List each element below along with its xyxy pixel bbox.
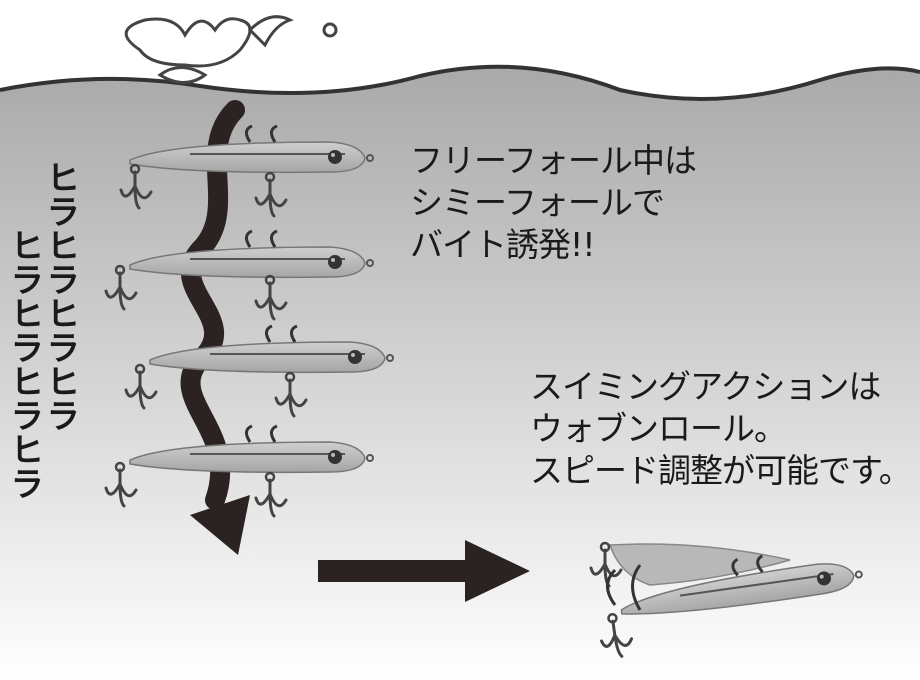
water-surface bbox=[0, 64, 920, 101]
swim-arrow-head bbox=[465, 540, 530, 602]
caption-swim-line1: スイミングアクションは bbox=[530, 367, 881, 406]
hira-text-2: ヒラヒラヒラヒラ bbox=[4, 228, 44, 500]
swim-arrow bbox=[318, 560, 468, 582]
splash-icon bbox=[124, 15, 338, 84]
caption-fall-line3: バイト誘発!! bbox=[410, 225, 595, 264]
caption-swim: スイミングアクションは ウォブンロール。 スピード調整が可能です。 bbox=[530, 366, 912, 492]
caption-fall: フリーフォール中は シミーフォールで バイト誘発!! bbox=[410, 140, 697, 266]
fall-arrow-head bbox=[190, 495, 250, 555]
fall-path-arrow bbox=[180, 100, 245, 510]
caption-swim-line2: ウォブンロール。 bbox=[530, 409, 787, 448]
caption-fall-line1: フリーフォール中は bbox=[410, 141, 697, 180]
hira-text-1: ヒラヒラヒラヒラ bbox=[40, 160, 80, 432]
caption-swim-line3: スピード調整が可能です。 bbox=[530, 451, 912, 490]
wobble-marks bbox=[606, 564, 642, 611]
caption-fall-line2: シミーフォールで bbox=[410, 183, 665, 222]
